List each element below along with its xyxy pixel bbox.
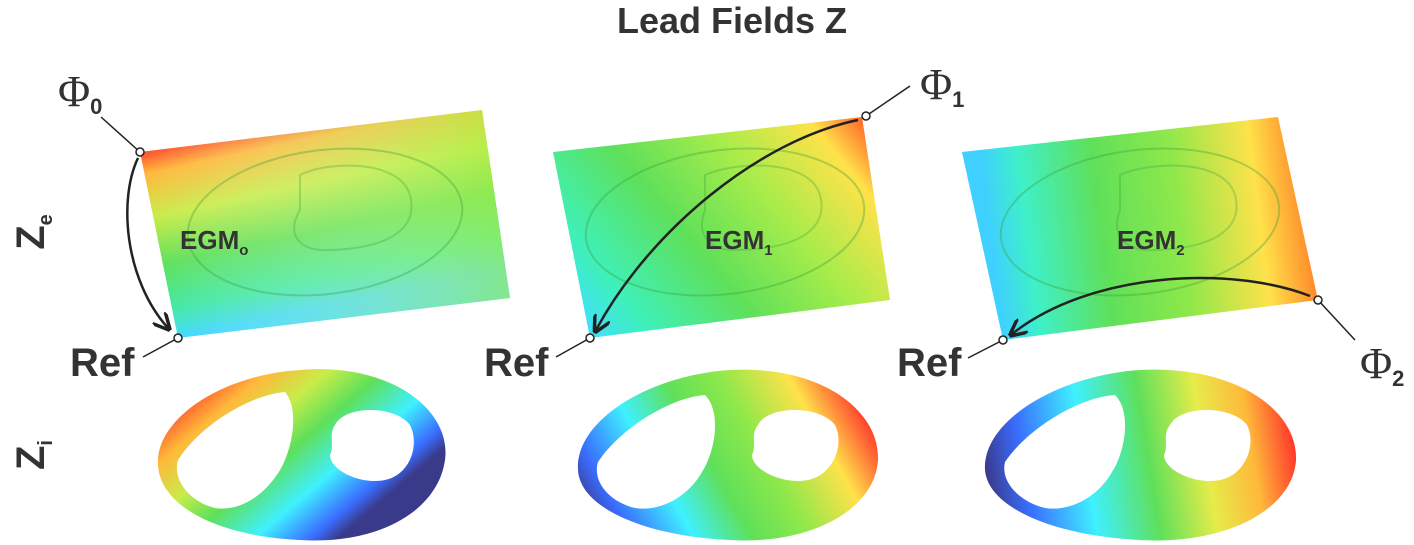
arrow-phi1-to-ref — [596, 118, 859, 330]
ze-panel-0 — [140, 110, 510, 338]
zi-ring-2 — [984, 369, 1297, 541]
phi2-label: Φ2 — [1360, 339, 1404, 391]
ref0-leader — [142, 337, 179, 358]
phi1-leader — [865, 85, 911, 117]
phi1-label: Φ1 — [920, 60, 964, 112]
phi2-node — [1313, 295, 1323, 305]
zi-ring-0 — [157, 369, 446, 541]
svg-text:Ze: Ze — [9, 214, 57, 250]
row-label-ze: Ze — [9, 214, 57, 250]
ref1-label: Ref — [484, 341, 549, 385]
ref2-leader — [967, 339, 1004, 359]
ref1-node — [585, 333, 595, 343]
row-label-zi: Zi — [9, 440, 57, 470]
egm1-label: EGM1 — [705, 225, 773, 259]
phi0-label: Φ0 — [58, 67, 102, 119]
phi0-leader — [100, 116, 141, 153]
phi2-leader — [1317, 299, 1356, 341]
arrow-phi0-to-ref — [126, 157, 168, 328]
ref0-node — [173, 333, 183, 343]
ze-panel-2 — [962, 117, 1318, 340]
zi-ring-1 — [577, 369, 879, 541]
ref2-label: Ref — [897, 341, 962, 385]
ref2-node — [998, 335, 1008, 345]
phi0-node — [135, 147, 145, 157]
ref0-label: Ref — [70, 341, 135, 385]
figure-title: Lead Fields Z — [617, 0, 847, 41]
egm0-label: EGMo — [180, 225, 248, 259]
ref1-leader — [555, 337, 591, 358]
arrow-phi2-to-ref — [1012, 276, 1311, 334]
phi1-node — [861, 111, 871, 121]
egm2-label: EGM2 — [1117, 225, 1185, 259]
svg-text:Zi: Zi — [9, 440, 57, 470]
ze-panel-1 — [553, 117, 890, 338]
